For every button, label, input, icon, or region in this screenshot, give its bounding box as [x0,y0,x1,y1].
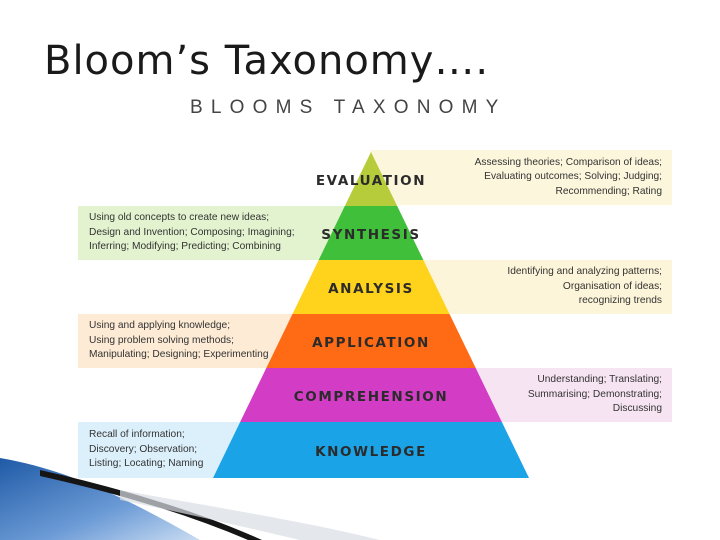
level-label-evaluation: EVALUATION [316,173,426,189]
description-line: Discussing [612,403,662,415]
level-label-synthesis: SYNTHESIS [321,227,420,243]
level-label-knowledge: KNOWLEDGE [315,444,427,460]
pyramid-layer-comprehension [240,368,502,422]
description-line: Summarising; Demonstrating; [527,388,662,400]
level-label-analysis: ANALYSIS [328,281,414,297]
description-line: Evaluating outcomes; Solving; Judging; [484,171,662,183]
description-box-evaluation: Assessing theories; Comparison of ideas;… [370,150,672,205]
pyramid-layer-synthesis [318,206,424,260]
pyramid-layers [213,152,529,478]
level-label-application: APPLICATION [312,335,430,351]
slide-title: Bloom’s Taxonomy…. [44,38,490,84]
pyramid-layer-evaluation [344,152,398,206]
pyramid-layer-application [266,314,476,368]
description-line: Design and Invention; Composing; Imagini… [89,226,295,238]
description-line: Identifying and analyzing patterns; [507,266,662,278]
swoosh-dark [40,470,262,540]
description-line: Using and applying knowledge; [89,320,231,332]
pyramid-layer-knowledge [213,422,529,478]
description-line: Using problem solving methods; [89,334,234,346]
description-line: Assessing theories; Comparison of ideas; [474,156,662,168]
description-line: Listing; Locating; Naming [89,458,204,470]
description-line: Recommending; Rating [555,185,662,197]
description-line: Understanding; Translating; [537,374,662,386]
swoosh-grey [120,490,380,540]
level-label-comprehension: COMPREHENSION [294,389,448,405]
description-line: Inferring; Modifying; Predicting; Combin… [89,241,281,253]
description-line: recognizing trends [578,295,662,307]
pyramid-labels: EVALUATION SYNTHESIS ANALYSIS APPLICATION CO… [294,173,448,460]
description-box-synthesis: Using old concepts to create new ideas; … [78,206,370,260]
description-line: Manipulating; Designing; Experimenting [89,349,269,361]
description-line: Organisation of ideas; [562,280,662,292]
description-line: Recall of information; [89,429,185,441]
swoosh-blue [0,458,200,540]
pyramid-layer-analysis [292,260,450,314]
description-line: Discovery; Observation; [89,443,198,455]
description-line: Using old concepts to create new ideas; [89,212,270,224]
figure-title: BLOOMS TAXONOMY [190,97,507,118]
corner-swoosh-decoration [0,458,380,540]
